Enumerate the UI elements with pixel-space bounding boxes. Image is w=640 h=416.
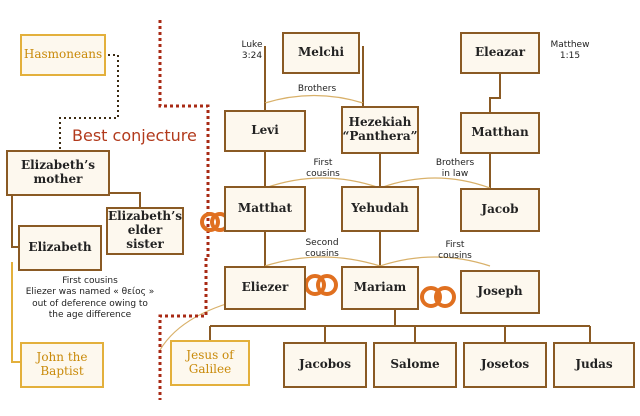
matthat-box: Matthat	[224, 186, 306, 232]
best-conjecture-label: Best conjecture	[72, 126, 197, 145]
josetos-box: Josetos	[463, 342, 547, 388]
elizabeth-box: Elizabeth	[18, 225, 102, 271]
jesus-of-galilee-box: Jesus of Galilee	[170, 340, 250, 386]
mariam-box: Mariam	[341, 266, 419, 310]
eliezer-box: Eliezer	[224, 266, 306, 310]
first-cousins-label: First cousins	[306, 158, 340, 180]
jacob-box: Jacob	[460, 188, 540, 232]
brothers-label: Brothers	[297, 84, 337, 94]
eleazar-box: Eleazar	[460, 32, 540, 74]
salome-box: Salome	[373, 342, 457, 388]
judas-box: Judas	[553, 342, 635, 388]
matthan-box: Matthan	[460, 112, 540, 154]
joseph-box: Joseph	[460, 270, 540, 314]
yehudah-box: Yehudah	[341, 186, 419, 232]
hezekiah-box: Hezekiah “Panthera”	[341, 106, 419, 154]
jacobos-box: Jacobos	[283, 342, 367, 388]
hasmoneans-box: Hasmoneans	[20, 34, 106, 76]
elizabeths-elder-sister-box: Elizabeth’s elder sister	[106, 207, 184, 255]
john-the-baptist-box: John the Baptist	[20, 342, 104, 388]
elizabeths-mother-box: Elizabeth’s mother	[6, 150, 110, 196]
first-cousins-right-label: First cousins	[438, 240, 472, 262]
melchi-box: Melchi	[282, 32, 360, 74]
second-cousins-label: Second cousins	[305, 238, 339, 260]
first-cousins-note: First cousins Eliezer was named « θείος …	[25, 276, 155, 320]
levi-box: Levi	[224, 110, 306, 152]
brothers-in-law-label: Brothers in law	[435, 158, 475, 180]
luke-reference: Luke 3:24	[241, 40, 263, 62]
matthew-reference: Matthew 1:15	[550, 40, 590, 62]
